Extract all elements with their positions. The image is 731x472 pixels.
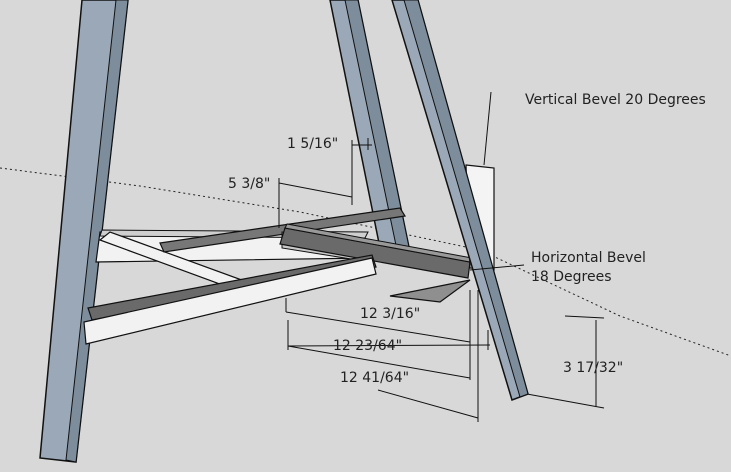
dim-label-1-5-16: 1 5/16" [287,136,338,152]
front-dark-brace [87,254,377,321]
dim-label-12-41-64: 12 41/64" [340,370,409,386]
bevel-floor-piece [389,279,471,303]
right-leg-side [403,0,529,398]
horizontal-bevel-label-line1: Horizontal Bevel [531,250,646,266]
dim-label-12-23-64: 12 23/64" [333,338,402,354]
dim-label-12-3-16: 12 3/16" [360,306,420,322]
dim-label-5-3-8: 5 3/8" [228,176,270,192]
front-brace-light [83,257,377,345]
vertical-bevel-label: Vertical Bevel 20 Degrees [525,92,706,108]
upper-dark-brace [159,207,406,253]
dimension-lines [278,91,605,422]
left-leg-side [65,0,129,463]
horizontal-bevel-label-line2: 18 Degrees [531,269,612,285]
dim-label-3-17-32: 3 17/32" [563,360,623,376]
